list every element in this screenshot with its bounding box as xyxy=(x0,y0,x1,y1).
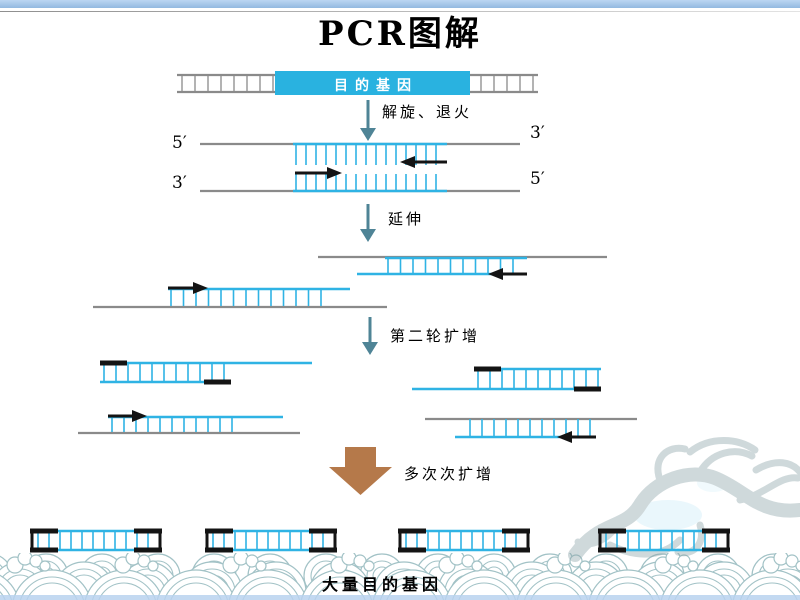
slide-bottom-bar xyxy=(0,595,800,600)
amplified-fragments-row xyxy=(30,528,730,553)
strand-end-label-bottom-left: 3′ xyxy=(172,173,187,193)
target-gene-box xyxy=(275,71,470,95)
reverse-primer-arrow-icon xyxy=(557,431,596,443)
big-down-arrow-icon xyxy=(329,447,392,495)
pcr-diagram xyxy=(30,71,730,553)
down-arrow-icon xyxy=(360,204,376,242)
target-gene-label: 目的基因 xyxy=(334,78,418,94)
step-label-multiple-rounds: 多次次扩增 xyxy=(404,465,495,483)
amplified-fragment xyxy=(598,528,730,553)
step-label-second-round: 第二轮扩增 xyxy=(390,327,481,345)
strand-end-label-top-right: 3′ xyxy=(530,123,545,143)
forward-primer-arrow-icon xyxy=(168,282,208,294)
wave-pattern-decoration xyxy=(0,553,800,600)
forward-primer-arrow-icon xyxy=(295,167,342,179)
reverse-primer-arrow-icon xyxy=(488,268,527,280)
denatured-strands xyxy=(200,142,520,193)
down-arrow-icon xyxy=(360,100,376,141)
second-round-duplex-2 xyxy=(412,366,601,392)
page-title: PCR图解 xyxy=(318,14,482,54)
amplified-fragment xyxy=(205,528,337,553)
strand-end-label-bottom-right: 5′ xyxy=(530,169,545,189)
amplified-fragment xyxy=(30,528,162,553)
second-round-duplex-4 xyxy=(425,417,637,443)
result-label: 大量目的基因 xyxy=(322,575,443,594)
forward-primer-arrow-icon xyxy=(108,410,147,422)
second-round-duplex-3 xyxy=(78,410,300,435)
extension-product-right xyxy=(318,255,607,280)
reverse-primer-arrow-icon xyxy=(400,156,447,168)
slide-top-divider xyxy=(0,11,800,12)
extension-product-left xyxy=(93,282,387,309)
slide-top-bar xyxy=(0,0,800,9)
step-label-extension: 延伸 xyxy=(388,210,425,228)
step-label-denature-anneal: 解旋、退火 xyxy=(382,103,473,121)
down-arrow-icon xyxy=(362,317,378,355)
amplified-fragment xyxy=(398,528,530,553)
dragon-watermark-decoration xyxy=(568,437,800,562)
target-dna-ladder xyxy=(177,71,538,95)
strand-end-label-top-left: 5′ xyxy=(172,133,187,153)
second-round-duplex-1 xyxy=(100,360,312,385)
